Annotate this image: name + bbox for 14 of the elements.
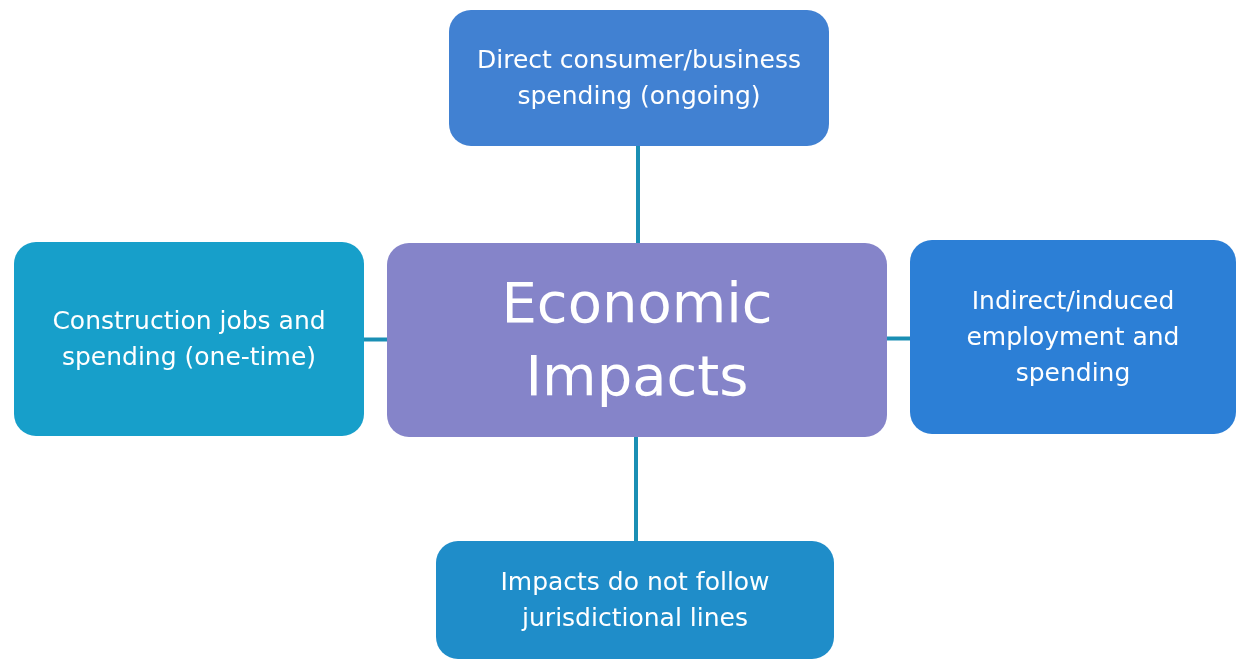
topic-box [910,240,1236,434]
central-topic-box [387,243,887,437]
box-text: Economic Impacts [500,269,774,410]
box-text: Construction jobs and spending (one-time) [51,304,327,373]
connector-line [364,337,387,342]
topic-box [449,10,829,146]
topic-box [436,541,834,659]
connector-line [636,146,640,243]
box-text: Direct consumer/business spending (ongoing) [476,43,802,112]
topic-box [14,242,364,436]
box-text: Impacts do not follow jurisdictional lines [499,565,771,634]
connector-line [887,336,910,341]
connector-line [634,437,638,541]
box-text: Indirect/induced employment and spending [965,284,1181,390]
